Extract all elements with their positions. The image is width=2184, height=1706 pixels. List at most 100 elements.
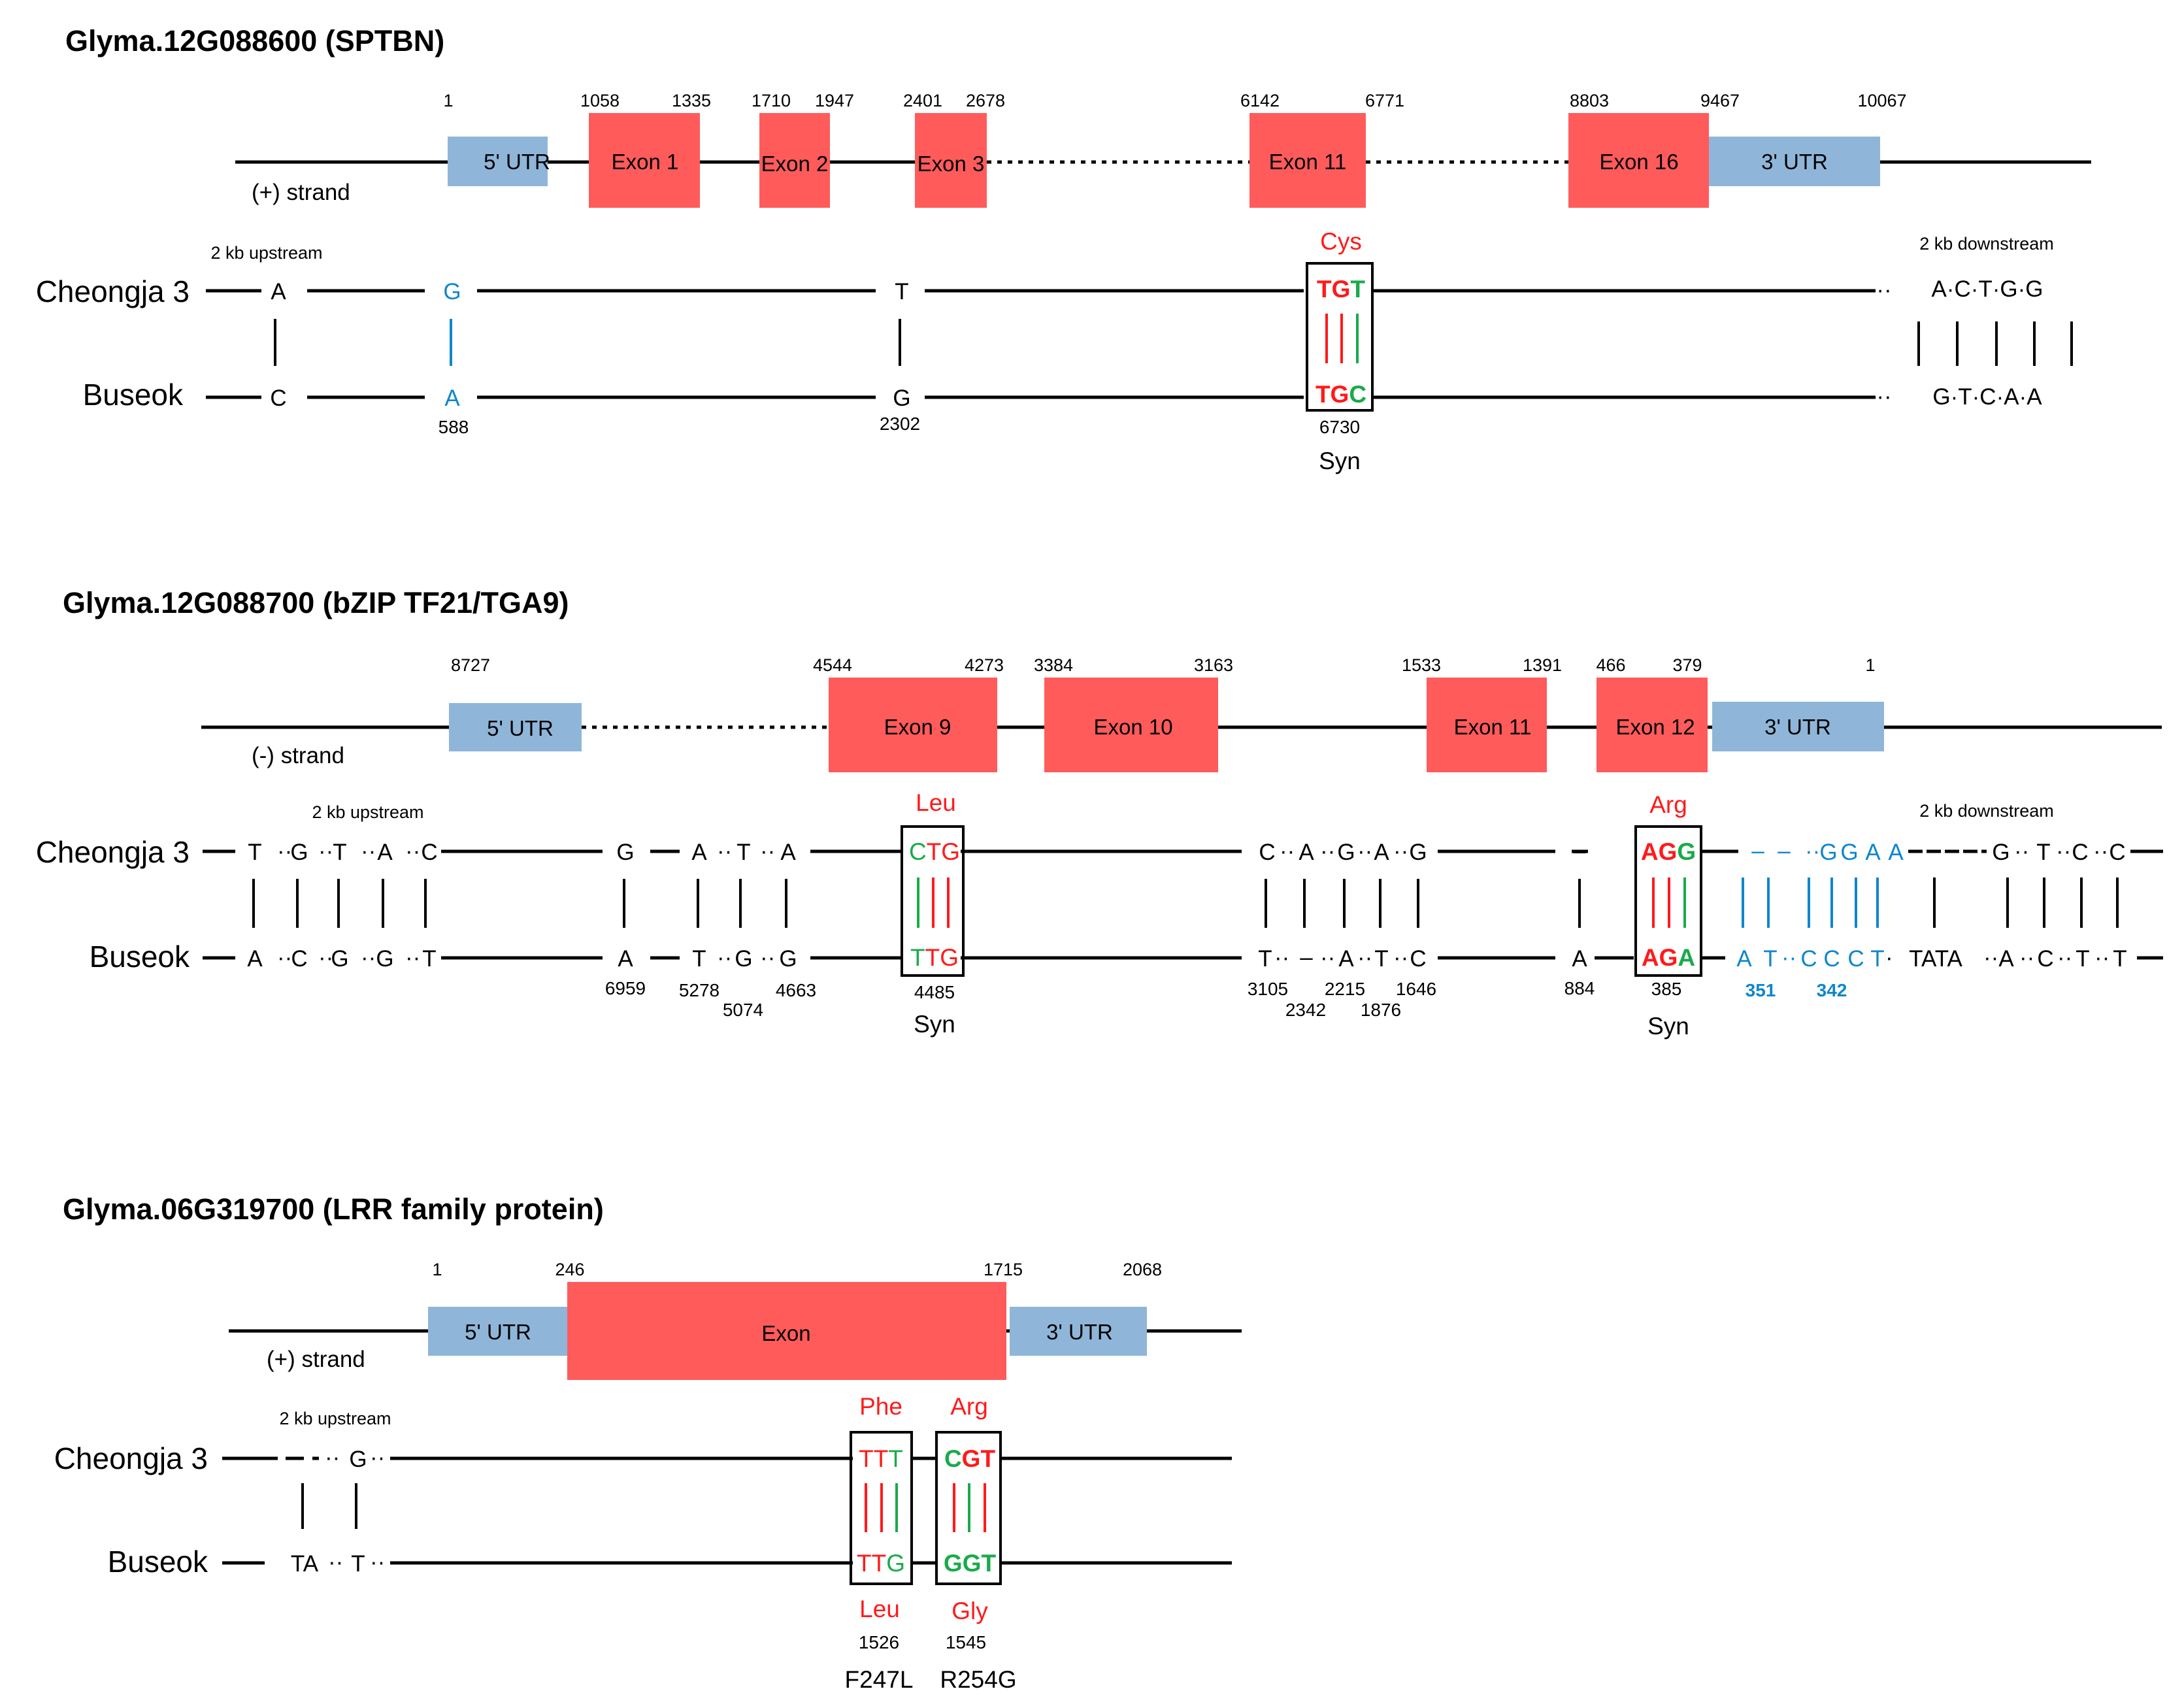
svg-text:4663: 4663 <box>776 980 816 1000</box>
position-number: 1947 <box>815 91 854 110</box>
feature-label: Exon 9 <box>884 715 951 739</box>
position-numbers: 1 1058 1335 1710 1947 2401 2678 6142 677… <box>443 91 1906 110</box>
svg-text:··: ·· <box>1320 945 1335 970</box>
position-number: 1058 <box>580 91 620 110</box>
exon-box <box>1427 678 1547 772</box>
svg-text:2342: 2342 <box>1285 1000 1326 1020</box>
svg-text:–: – <box>1300 945 1313 970</box>
svg-text:1533: 1533 <box>1402 655 1441 675</box>
position-number: 6142 <box>1240 91 1280 110</box>
svg-text:C: C <box>1800 946 1817 972</box>
feature-label: 3' UTR <box>1764 715 1831 739</box>
upstream-label: 2 kb upstream <box>210 243 322 263</box>
svg-text:CTG: CTG <box>909 838 960 865</box>
svg-text:351: 351 <box>1746 980 1776 1000</box>
feature-label: Exon <box>761 1321 810 1345</box>
strand-label: (+) strand <box>252 180 350 205</box>
feature-label: 5' UTR <box>465 1320 531 1344</box>
strand-label: (+) strand <box>267 1347 365 1372</box>
position-number: 6771 <box>1365 91 1404 110</box>
svg-text:379: 379 <box>1672 655 1702 675</box>
svg-text:G: G <box>735 946 752 972</box>
svg-text:··: ·· <box>1393 838 1408 864</box>
svg-text:T: T <box>1870 946 1884 972</box>
svg-text:··: ·· <box>1320 838 1335 864</box>
feature-label: Exon 3 <box>918 152 985 176</box>
svg-text:A: A <box>1338 946 1354 972</box>
panel-title: Glyma.12G088700 (bZIP TF21/TGA9) <box>63 586 569 619</box>
svg-text:··: ·· <box>2019 945 2034 970</box>
codon-position: 6730 <box>1319 417 1360 437</box>
strand-label: (-) strand <box>252 743 344 768</box>
variety-label-cheongja3: Cheongja 3 <box>36 835 190 869</box>
svg-text:246: 246 <box>555 1260 584 1279</box>
five-prime-utr-box <box>448 137 548 186</box>
svg-text:G: G <box>1337 840 1355 865</box>
svg-text:AGA: AGA <box>1642 944 1695 971</box>
feature-label: 5' UTR <box>484 150 550 174</box>
svg-text:F247L: F247L <box>845 1666 914 1693</box>
svg-text:T: T <box>2113 946 2126 972</box>
svg-text:··: ·· <box>277 945 292 970</box>
variant-nucleotide: G <box>616 840 634 865</box>
variety-label-buseok: Buseok <box>83 378 184 412</box>
svg-text:··: ·· <box>2057 945 2072 970</box>
svg-text:TTT: TTT <box>859 1445 903 1472</box>
feature-label: Exon 2 <box>761 152 829 176</box>
svg-text:CGT: CGT <box>944 1445 996 1472</box>
svg-text:C: C <box>1847 946 1864 972</box>
svg-text:2068: 2068 <box>1123 1260 1162 1279</box>
svg-text:A: A <box>1736 946 1752 972</box>
feature-label: 5' UTR <box>487 716 554 740</box>
svg-text:–: – <box>1751 838 1764 864</box>
svg-text:A: A <box>247 946 263 972</box>
exon-box <box>589 113 700 208</box>
svg-text:Leu: Leu <box>916 789 956 816</box>
svg-text:T: T <box>1374 946 1388 972</box>
svg-text:··: ·· <box>1357 838 1372 864</box>
upstream-nucleotide: TA <box>291 1551 319 1577</box>
three-prime-utr-box <box>1709 137 1880 186</box>
position-number: 2678 <box>966 91 1005 110</box>
position-number: 1 <box>443 91 453 110</box>
variety-label-buseok: Buseok <box>90 940 190 974</box>
svg-text:·: · <box>1885 945 1893 970</box>
svg-text:1526: 1526 <box>859 1632 899 1652</box>
svg-text:··: ·· <box>1876 384 1891 409</box>
three-prime-utr-box <box>1712 702 1884 751</box>
svg-text:Phe: Phe <box>859 1393 902 1420</box>
svg-text:C: C <box>291 946 307 972</box>
variant-position: 2302 <box>880 414 920 434</box>
svg-text:C: C <box>1410 946 1426 972</box>
svg-text:AGG: AGG <box>1641 838 1696 865</box>
svg-text:··: ·· <box>325 1445 340 1470</box>
variant-nucleotide: A <box>1572 946 1587 972</box>
feature-label: Exon 16 <box>1599 150 1678 174</box>
svg-text:G: G <box>1819 840 1837 865</box>
svg-text:A: A <box>780 840 796 865</box>
svg-text:T: T <box>692 946 706 972</box>
codon-bottom: TGC <box>1315 381 1366 408</box>
position-number: 9467 <box>1700 91 1740 110</box>
five-prime-utr-box <box>428 1307 567 1356</box>
svg-text:··: ·· <box>1393 945 1408 970</box>
svg-text:G: G <box>1409 840 1427 865</box>
svg-text:··: ·· <box>361 838 376 864</box>
svg-text:··: ·· <box>1781 945 1796 970</box>
svg-text:··: ·· <box>318 945 333 970</box>
svg-text:4485: 4485 <box>914 982 955 1002</box>
variant-nucleotide: G <box>443 279 461 304</box>
panel-title: Glyma.12G088600 (SPTBN) <box>65 24 444 57</box>
panel-bzip: Glyma.12G088700 (bZIP TF21/TGA9) 8727 45… <box>36 586 2163 1040</box>
variant-position: 6959 <box>605 978 646 998</box>
svg-text:G: G <box>779 946 797 972</box>
exon-box <box>829 678 997 772</box>
svg-text:Arg: Arg <box>950 1393 988 1420</box>
codon-box: Leu CTG TTG 4485 Syn <box>901 789 965 1038</box>
svg-text:342: 342 <box>1817 980 1847 1000</box>
exon-box <box>1597 678 1708 772</box>
svg-text:··: ·· <box>405 945 420 970</box>
exon-box <box>1249 113 1366 208</box>
five-prime-utr-box <box>449 703 582 751</box>
variety-label-cheongja3: Cheongja 3 <box>36 274 190 308</box>
